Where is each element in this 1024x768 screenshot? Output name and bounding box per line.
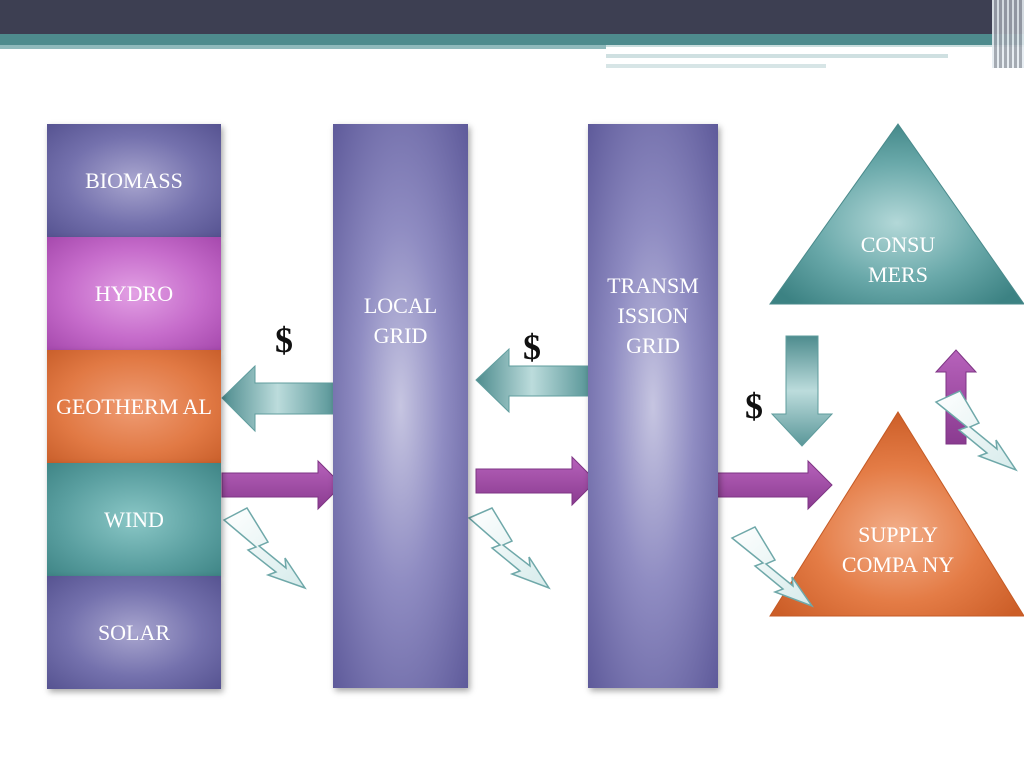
dollar-sign: $	[523, 327, 541, 367]
local-grid-label: LOCAL GRID	[363, 293, 438, 348]
transmission-grid-label: TRANSM ISSION GRID	[607, 273, 699, 358]
dollar-sign: $	[275, 320, 293, 360]
supply-company-label: SUPPLY COMPA NY	[841, 522, 955, 577]
header-accent-bar	[0, 34, 1024, 45]
source-solar-label: SOLAR	[97, 619, 171, 645]
power-arrow-icon	[475, 455, 597, 507]
lightning-bolt-icon	[467, 507, 551, 590]
lightning-bolt-icon	[934, 390, 1018, 472]
source-wind-label: WIND	[104, 506, 164, 532]
source-wind: WIND	[47, 463, 221, 576]
dollar-sign: $	[745, 386, 763, 426]
local-grid: LOCAL GRID	[333, 124, 468, 688]
power-arrow-icon	[711, 459, 833, 511]
header-bar	[0, 0, 1024, 34]
header-thin-line	[606, 64, 826, 68]
money-arrow-down-icon	[770, 335, 834, 447]
transmission-grid: TRANSM ISSION GRID	[588, 124, 718, 688]
header-stripes	[992, 0, 1024, 68]
header-thin-line	[606, 54, 948, 58]
lightning-bolt-icon	[222, 507, 307, 590]
money-arrow-icon	[221, 364, 334, 433]
header-accent-line	[0, 45, 606, 49]
source-biomass-label: BIOMASS	[85, 167, 183, 193]
source-hydro-label: HYDRO	[94, 280, 174, 306]
supply-company-triangle	[769, 411, 1024, 617]
source-solar: SOLAR	[47, 576, 221, 689]
header-thin-line	[606, 45, 1024, 47]
lightning-bolt-icon	[730, 526, 814, 608]
consumers-triangle	[769, 123, 1024, 305]
source-hydro: HYDRO	[47, 237, 221, 350]
source-geothermal-label: GEOTHERM AL	[56, 393, 212, 419]
consumers-label: CONSU MERS	[860, 232, 936, 287]
source-biomass: BIOMASS	[47, 124, 221, 237]
source-geothermal: GEOTHERM AL	[47, 350, 221, 463]
power-arrow-icon	[221, 459, 343, 511]
